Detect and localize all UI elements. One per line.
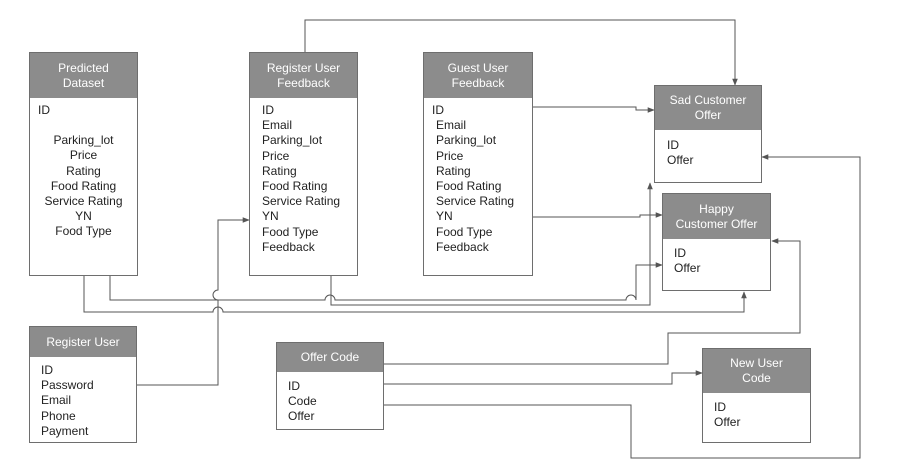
field: Service Rating (262, 194, 341, 209)
entity-happy-customer-offer[interactable]: Happy Customer Offer ID Offer (662, 193, 771, 291)
line-guest-to-happy-offer (533, 212, 663, 218)
line-rufeedback-to-sad-offer-low (330, 182, 653, 306)
field: Feedback (262, 239, 315, 254)
entity-header: Offer Code (277, 343, 383, 372)
field: YN (436, 209, 453, 224)
field: ID (262, 103, 274, 117)
field: Food Rating (436, 179, 502, 194)
entity-offer-code[interactable]: Offer Code ID Code Offer (276, 342, 384, 430)
entity-fields: ID Email Parking_lot Price Rating Food R… (250, 98, 357, 255)
entity-header: Happy Customer Offer (663, 194, 770, 239)
entity-header: Register User (30, 327, 136, 357)
line-registeruser-to-rufeedback (136, 217, 250, 386)
field: Food Type (436, 224, 493, 239)
field: Email (436, 118, 467, 133)
field: Email (41, 393, 72, 408)
field: ID (667, 138, 679, 152)
field: Food Rating (262, 179, 328, 194)
field: Service Rating (436, 194, 515, 209)
line-predicted-to-happy-offer-low (83, 275, 747, 313)
field: Parking_lot (53, 133, 114, 148)
entity-register-user-feedback[interactable]: Register User Feedback ID Email Parking_… (249, 52, 358, 276)
entity-fields: ID Offer (703, 393, 810, 430)
entity-header: New User Code (703, 349, 810, 393)
entity-new-user-code[interactable]: New User Code ID Offer (702, 348, 811, 443)
field: Rating (436, 163, 471, 178)
entity-fields: ID Parking_lot Price Rating Food Rating … (30, 98, 137, 240)
field: ID (714, 400, 726, 414)
field: ID (674, 246, 686, 260)
entity-register-user[interactable]: Register User ID Password Email Phone Pa… (29, 326, 137, 443)
field: Email (262, 118, 293, 133)
entity-sad-customer-offer[interactable]: Sad Customer Offer ID Offer (654, 85, 762, 183)
field: ID (38, 103, 50, 117)
entity-fields: ID Email Parking_lot Price Rating Food R… (424, 98, 532, 255)
line-rufeedback-to-sad-offer (304, 19, 738, 86)
field: Price (436, 148, 464, 163)
field: Offer (667, 153, 694, 168)
field: Food Rating (50, 178, 117, 193)
entity-header: Register User Feedback (250, 53, 357, 98)
field: Parking_lot (262, 133, 323, 148)
field: Offer (674, 261, 701, 276)
entity-predicted-dataset[interactable]: Predicted Dataset ID Parking_lot Price R… (29, 52, 138, 276)
field: Parking_lot (436, 133, 497, 148)
field: ID (432, 103, 444, 117)
entity-header: Predicted Dataset (30, 53, 137, 98)
field: Price (69, 148, 98, 163)
field: Rating (262, 163, 297, 178)
line-offercode-to-newuser (384, 370, 703, 385)
line-offercode-to-happy-offer (384, 238, 801, 365)
entity-guest-user-feedback[interactable]: Guest User Feedback ID Email Parking_lot… (423, 52, 533, 276)
entity-fields: ID Code Offer (277, 372, 383, 425)
field: Payment (41, 423, 89, 438)
entity-header: Guest User Feedback (424, 53, 532, 98)
field: Offer (714, 415, 741, 430)
field: Food Type (55, 224, 112, 239)
field: Offer (288, 409, 315, 424)
field: Feedback (436, 239, 489, 254)
field: YN (75, 209, 92, 224)
field: Code (288, 394, 317, 409)
field: YN (262, 209, 279, 224)
field: Phone (41, 408, 76, 423)
field: Price (262, 148, 290, 163)
field: ID (288, 379, 300, 393)
field: ID (41, 363, 53, 377)
field: Password (41, 378, 94, 393)
field: Food Type (262, 224, 319, 239)
field: Service Rating (44, 194, 123, 209)
line-guest-to-sad-offer (533, 106, 655, 113)
line-offercode-to-sad-offer (384, 154, 861, 459)
entity-fields: ID Offer (663, 239, 770, 276)
line-predicted-to-happy-offer (109, 262, 663, 301)
entity-header: Sad Customer Offer (655, 86, 761, 130)
entity-fields: ID Password Email Phone Payment (30, 357, 136, 439)
entity-fields: ID Offer (655, 130, 761, 168)
field: Rating (66, 163, 101, 178)
